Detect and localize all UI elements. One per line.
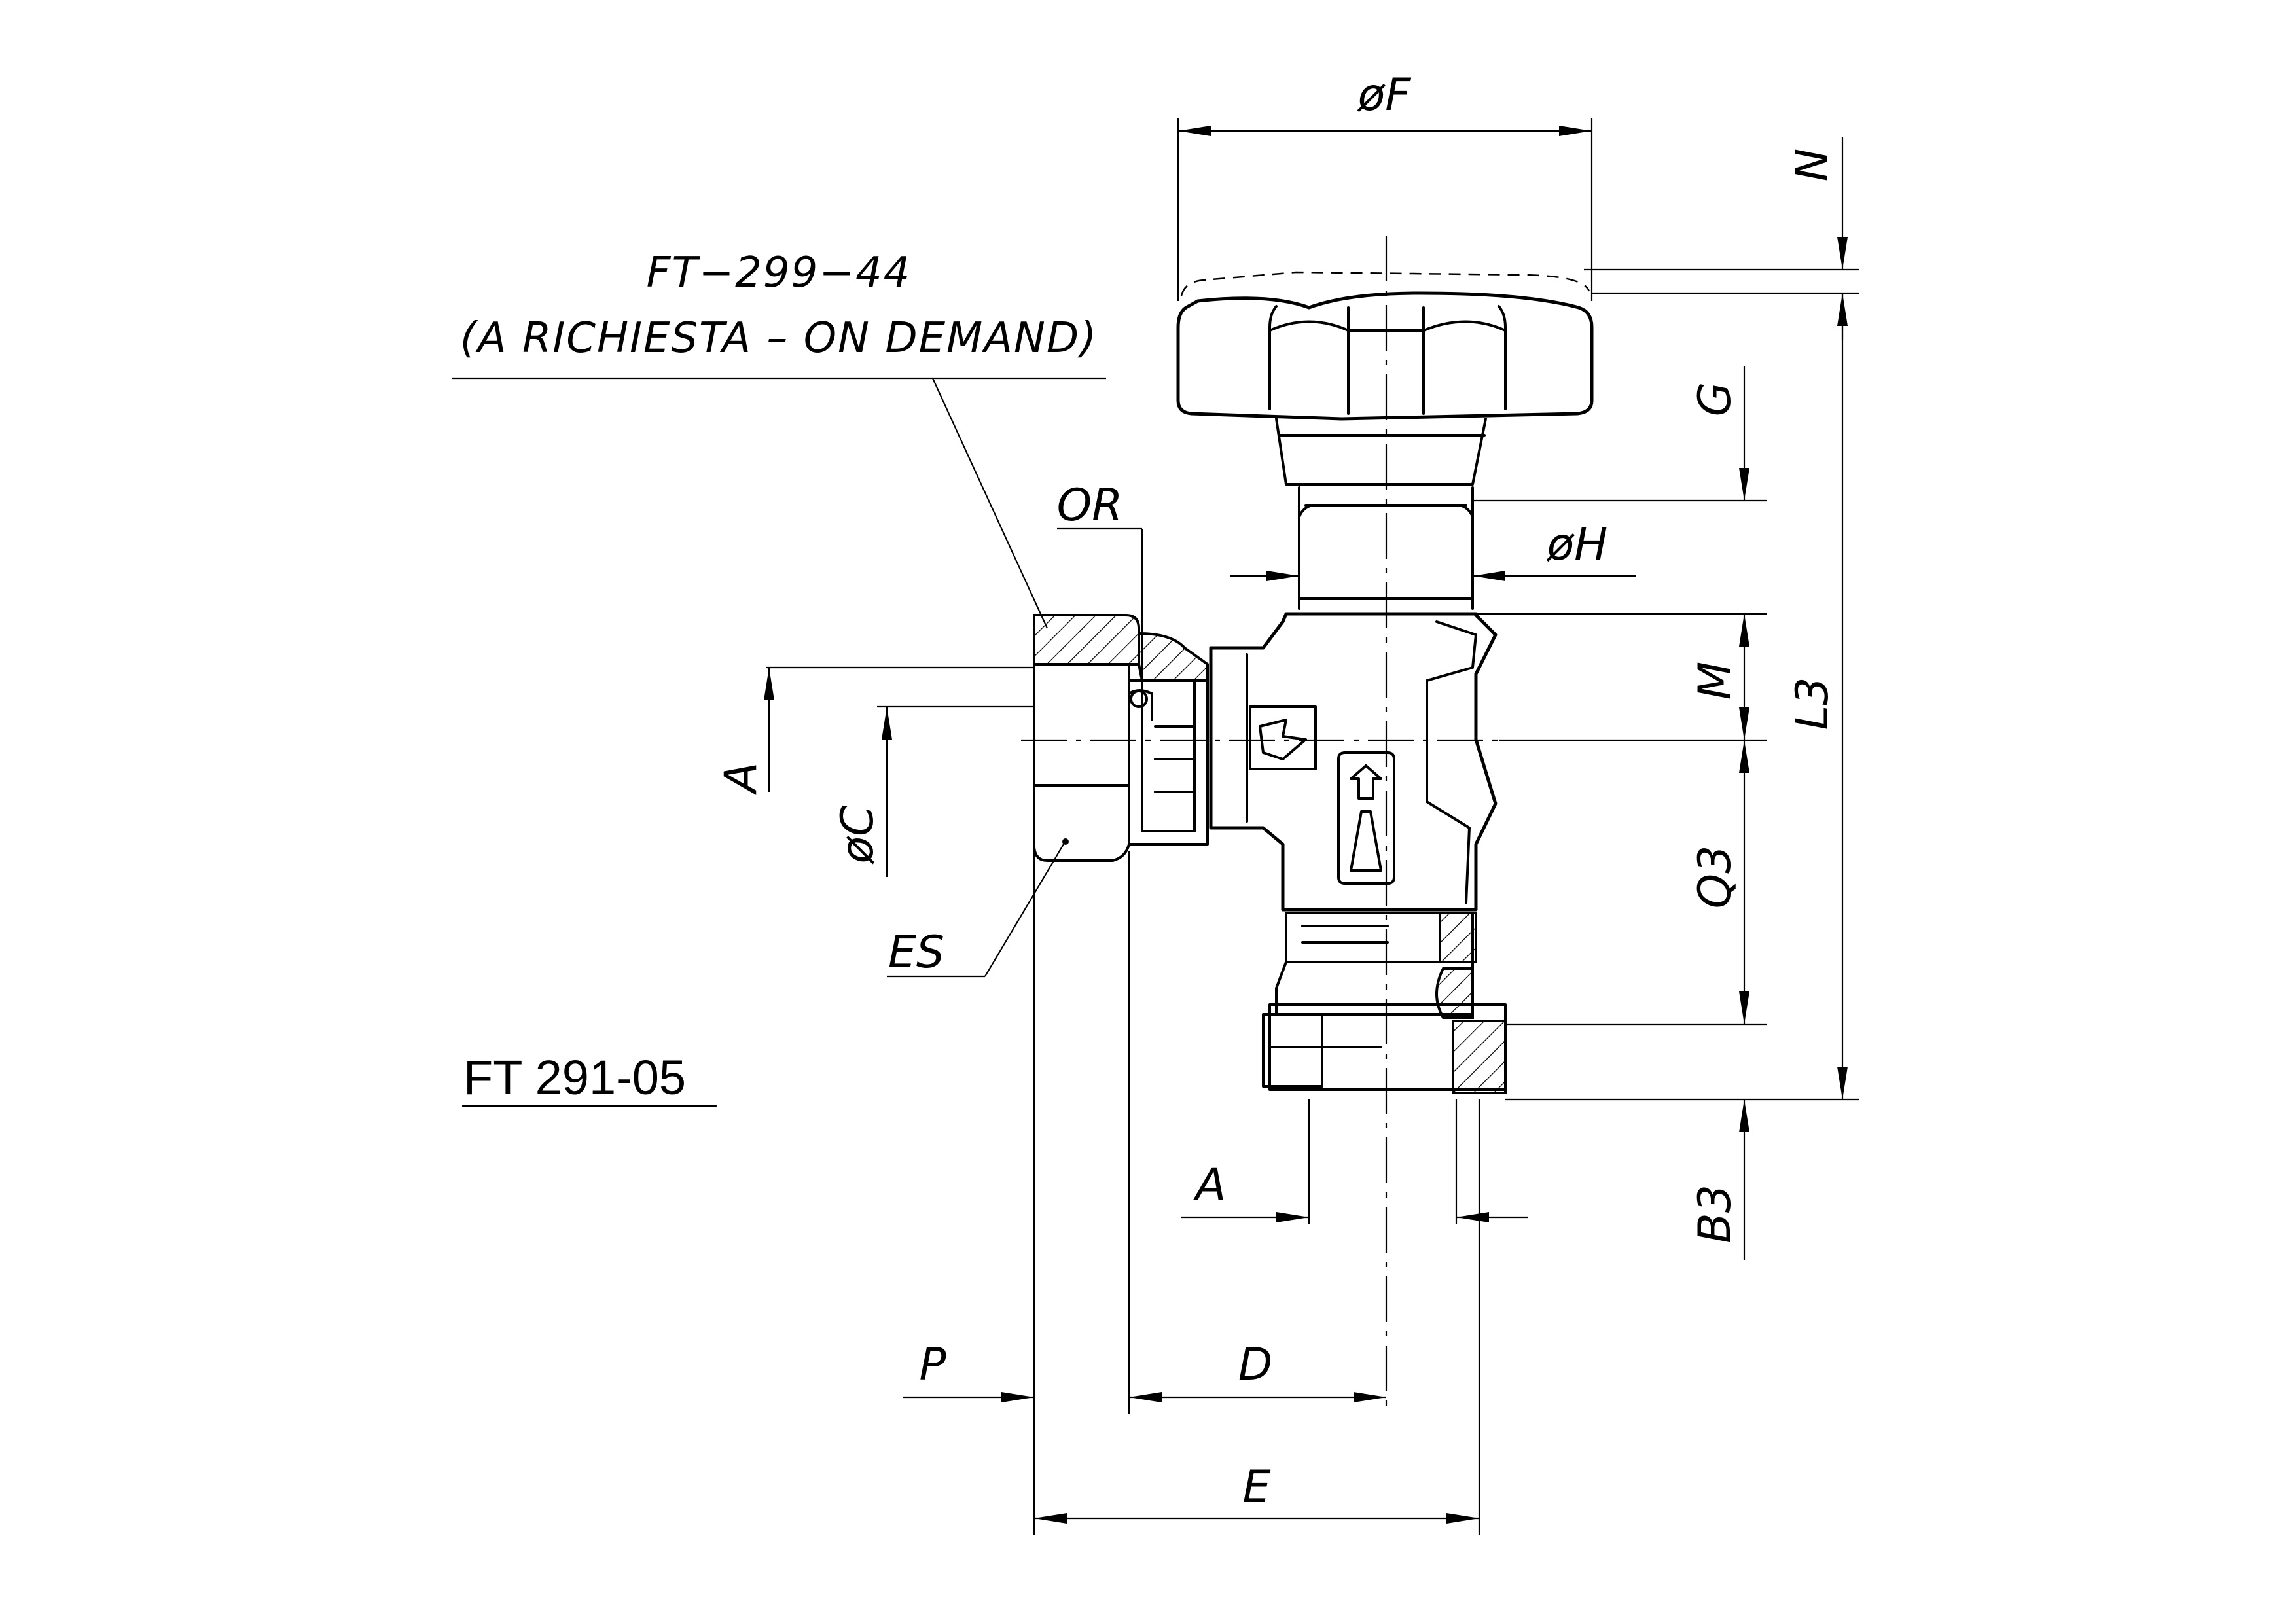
drawing-code: FT 291-05 bbox=[463, 1050, 686, 1105]
dim-d: D bbox=[1238, 1339, 1272, 1391]
dim-n: N bbox=[1787, 149, 1839, 182]
left-coupling bbox=[1033, 614, 1209, 862]
center-lines bbox=[1021, 236, 1499, 1414]
dim-a-bottom: A bbox=[1193, 1159, 1227, 1211]
arrowheads bbox=[764, 126, 1848, 1524]
dim-p: P bbox=[919, 1339, 946, 1391]
dim-a-left: A bbox=[715, 762, 767, 796]
extension-lines bbox=[766, 118, 1859, 1535]
labels: FT−299−44 (A RICHIESTA – ON DEMAND) OR E… bbox=[460, 69, 1839, 1513]
es-callout: ES bbox=[888, 927, 944, 978]
dim-q3: Q3 bbox=[1689, 846, 1741, 909]
dim-c: øC bbox=[832, 805, 884, 865]
accessory-note: (A RICHIESTA – ON DEMAND) bbox=[460, 314, 1098, 363]
dim-e: E bbox=[1243, 1461, 1271, 1513]
handwheel bbox=[1176, 271, 1594, 421]
accessory-code: FT−299−44 bbox=[647, 249, 912, 297]
stem bbox=[1275, 418, 1487, 610]
leaders bbox=[452, 377, 1143, 978]
dim-b3: B3 bbox=[1689, 1185, 1741, 1243]
dim-l3: L3 bbox=[1787, 677, 1839, 730]
valve-body bbox=[1209, 612, 1498, 912]
dim-g: G bbox=[1689, 382, 1741, 417]
dim-h: øH bbox=[1547, 519, 1608, 571]
or-callout: OR bbox=[1057, 480, 1123, 531]
bottom-coupling bbox=[1262, 912, 1507, 1094]
dim-f: øF bbox=[1357, 69, 1412, 121]
dim-m: M bbox=[1689, 662, 1741, 700]
